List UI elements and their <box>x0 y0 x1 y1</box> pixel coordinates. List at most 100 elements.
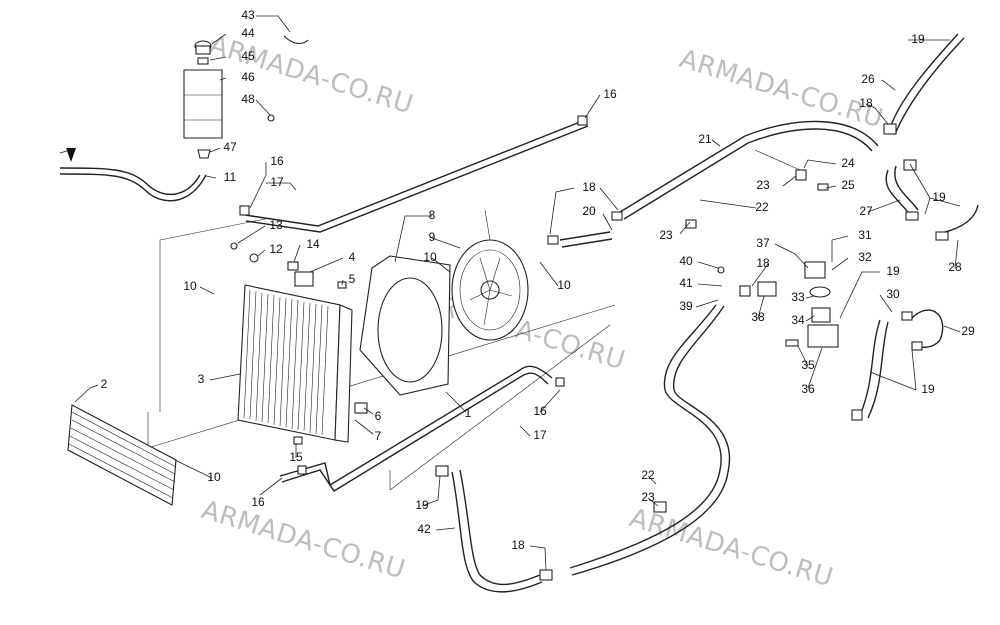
callout: 2 <box>101 377 108 391</box>
radiator-cap-4 <box>294 271 314 287</box>
callout: 41 <box>679 276 693 290</box>
elbow-38 <box>757 281 777 297</box>
fitting-15 <box>293 436 303 445</box>
arrow-icon <box>66 148 76 162</box>
callout: 29 <box>961 324 975 338</box>
hose-20 <box>559 231 611 241</box>
callout: 19 <box>921 382 935 396</box>
callout: 14 <box>306 237 320 251</box>
bolt-12 <box>249 253 259 263</box>
callout: 1 <box>465 406 472 420</box>
callout: 23 <box>756 178 770 192</box>
callout: 30 <box>886 287 900 301</box>
callout: 3 <box>198 372 205 386</box>
housing-36 <box>807 324 839 348</box>
callout: 10 <box>423 250 437 264</box>
callout: 19 <box>911 32 925 46</box>
fan-assembly <box>359 209 529 396</box>
callout: 19 <box>886 264 900 278</box>
callout: 22 <box>641 468 655 482</box>
callout: 25 <box>841 178 855 192</box>
callout: 9 <box>429 230 436 244</box>
callout-labels: 43 44 45 46 48 47 11 16 17 13 12 14 4 5 … <box>101 8 975 552</box>
callout: 23 <box>641 490 655 504</box>
hose-26 <box>889 33 959 129</box>
callout: 16 <box>603 87 617 101</box>
reservoir-tank-46 <box>183 69 223 139</box>
callout: 26 <box>861 72 875 86</box>
callout: 18 <box>582 180 596 194</box>
callout: 37 <box>756 236 770 250</box>
callout: 35 <box>801 358 815 372</box>
thermostat-assembly <box>717 261 839 348</box>
callout: 8 <box>429 208 436 222</box>
callout: 17 <box>533 428 547 442</box>
oil-cooler-assembly <box>67 404 177 506</box>
callout: 42 <box>417 522 431 536</box>
callout: 23 <box>659 228 673 242</box>
clamps <box>239 115 949 581</box>
callout: 36 <box>801 382 815 396</box>
fitting-37 <box>804 261 826 279</box>
callout: 5 <box>349 272 356 286</box>
thermostat-34 <box>811 307 831 323</box>
hose-28 <box>944 204 979 233</box>
hose-30 <box>859 319 881 416</box>
callout: 12 <box>269 242 283 256</box>
callout: 18 <box>511 538 525 552</box>
overflow-hose-11 <box>59 167 201 196</box>
callout: 11 <box>224 170 237 184</box>
callout: 46 <box>241 70 255 84</box>
callout: 13 <box>269 218 283 232</box>
oil-cooler-2 <box>67 404 177 506</box>
reservoir-neck-45 <box>197 57 209 65</box>
callout: 10 <box>207 470 221 484</box>
callout: 4 <box>349 250 356 264</box>
callout: 33 <box>791 290 805 304</box>
callout: 40 <box>679 254 693 268</box>
callout: 18 <box>756 256 770 270</box>
callout: 43 <box>241 8 255 22</box>
sensor-35 <box>785 339 799 347</box>
callout: 32 <box>858 250 872 264</box>
callout: 34 <box>791 313 805 327</box>
radiator-assembly <box>230 242 368 445</box>
hose-39 <box>569 304 722 569</box>
hose-17-upper <box>244 119 586 227</box>
callout: 38 <box>751 310 765 324</box>
callout: 48 <box>241 92 255 106</box>
callout: 24 <box>841 156 855 170</box>
screw-48 <box>267 114 275 122</box>
callout: 18 <box>859 96 873 110</box>
screw-40 <box>717 266 725 274</box>
oring-33 <box>809 286 831 298</box>
fitting-14 <box>287 261 299 271</box>
reference-lines <box>147 149 801 491</box>
callout: 44 <box>241 26 255 40</box>
hose-27 <box>885 169 911 216</box>
leader-lines <box>59 15 961 571</box>
watermark-text: ARMADA-CO.RU <box>206 30 417 120</box>
callout: 22 <box>755 200 769 214</box>
bracket-6 <box>354 402 368 414</box>
callout: 31 <box>858 228 872 242</box>
callout: 21 <box>698 132 712 146</box>
callout: 15 <box>289 450 303 464</box>
callout: 20 <box>582 204 596 218</box>
watermark-text: ARMADA-CO.RU <box>198 495 409 585</box>
clamp-43 <box>283 35 309 45</box>
callout: 39 <box>679 299 693 313</box>
callout: 17 <box>270 175 284 189</box>
callout: 6 <box>375 409 382 423</box>
watermark-text: ARMADA-CO.RU <box>626 503 837 593</box>
callout: 47 <box>223 140 237 154</box>
callout: 27 <box>859 204 873 218</box>
hose-21 <box>619 120 879 213</box>
hose-17-lower <box>279 365 553 487</box>
hose-42 <box>459 469 541 586</box>
watermark-text: ARMADA-CO.RU <box>676 44 887 134</box>
callout: 28 <box>948 260 962 274</box>
callout: 16 <box>270 154 284 168</box>
fitting-47 <box>197 149 211 159</box>
